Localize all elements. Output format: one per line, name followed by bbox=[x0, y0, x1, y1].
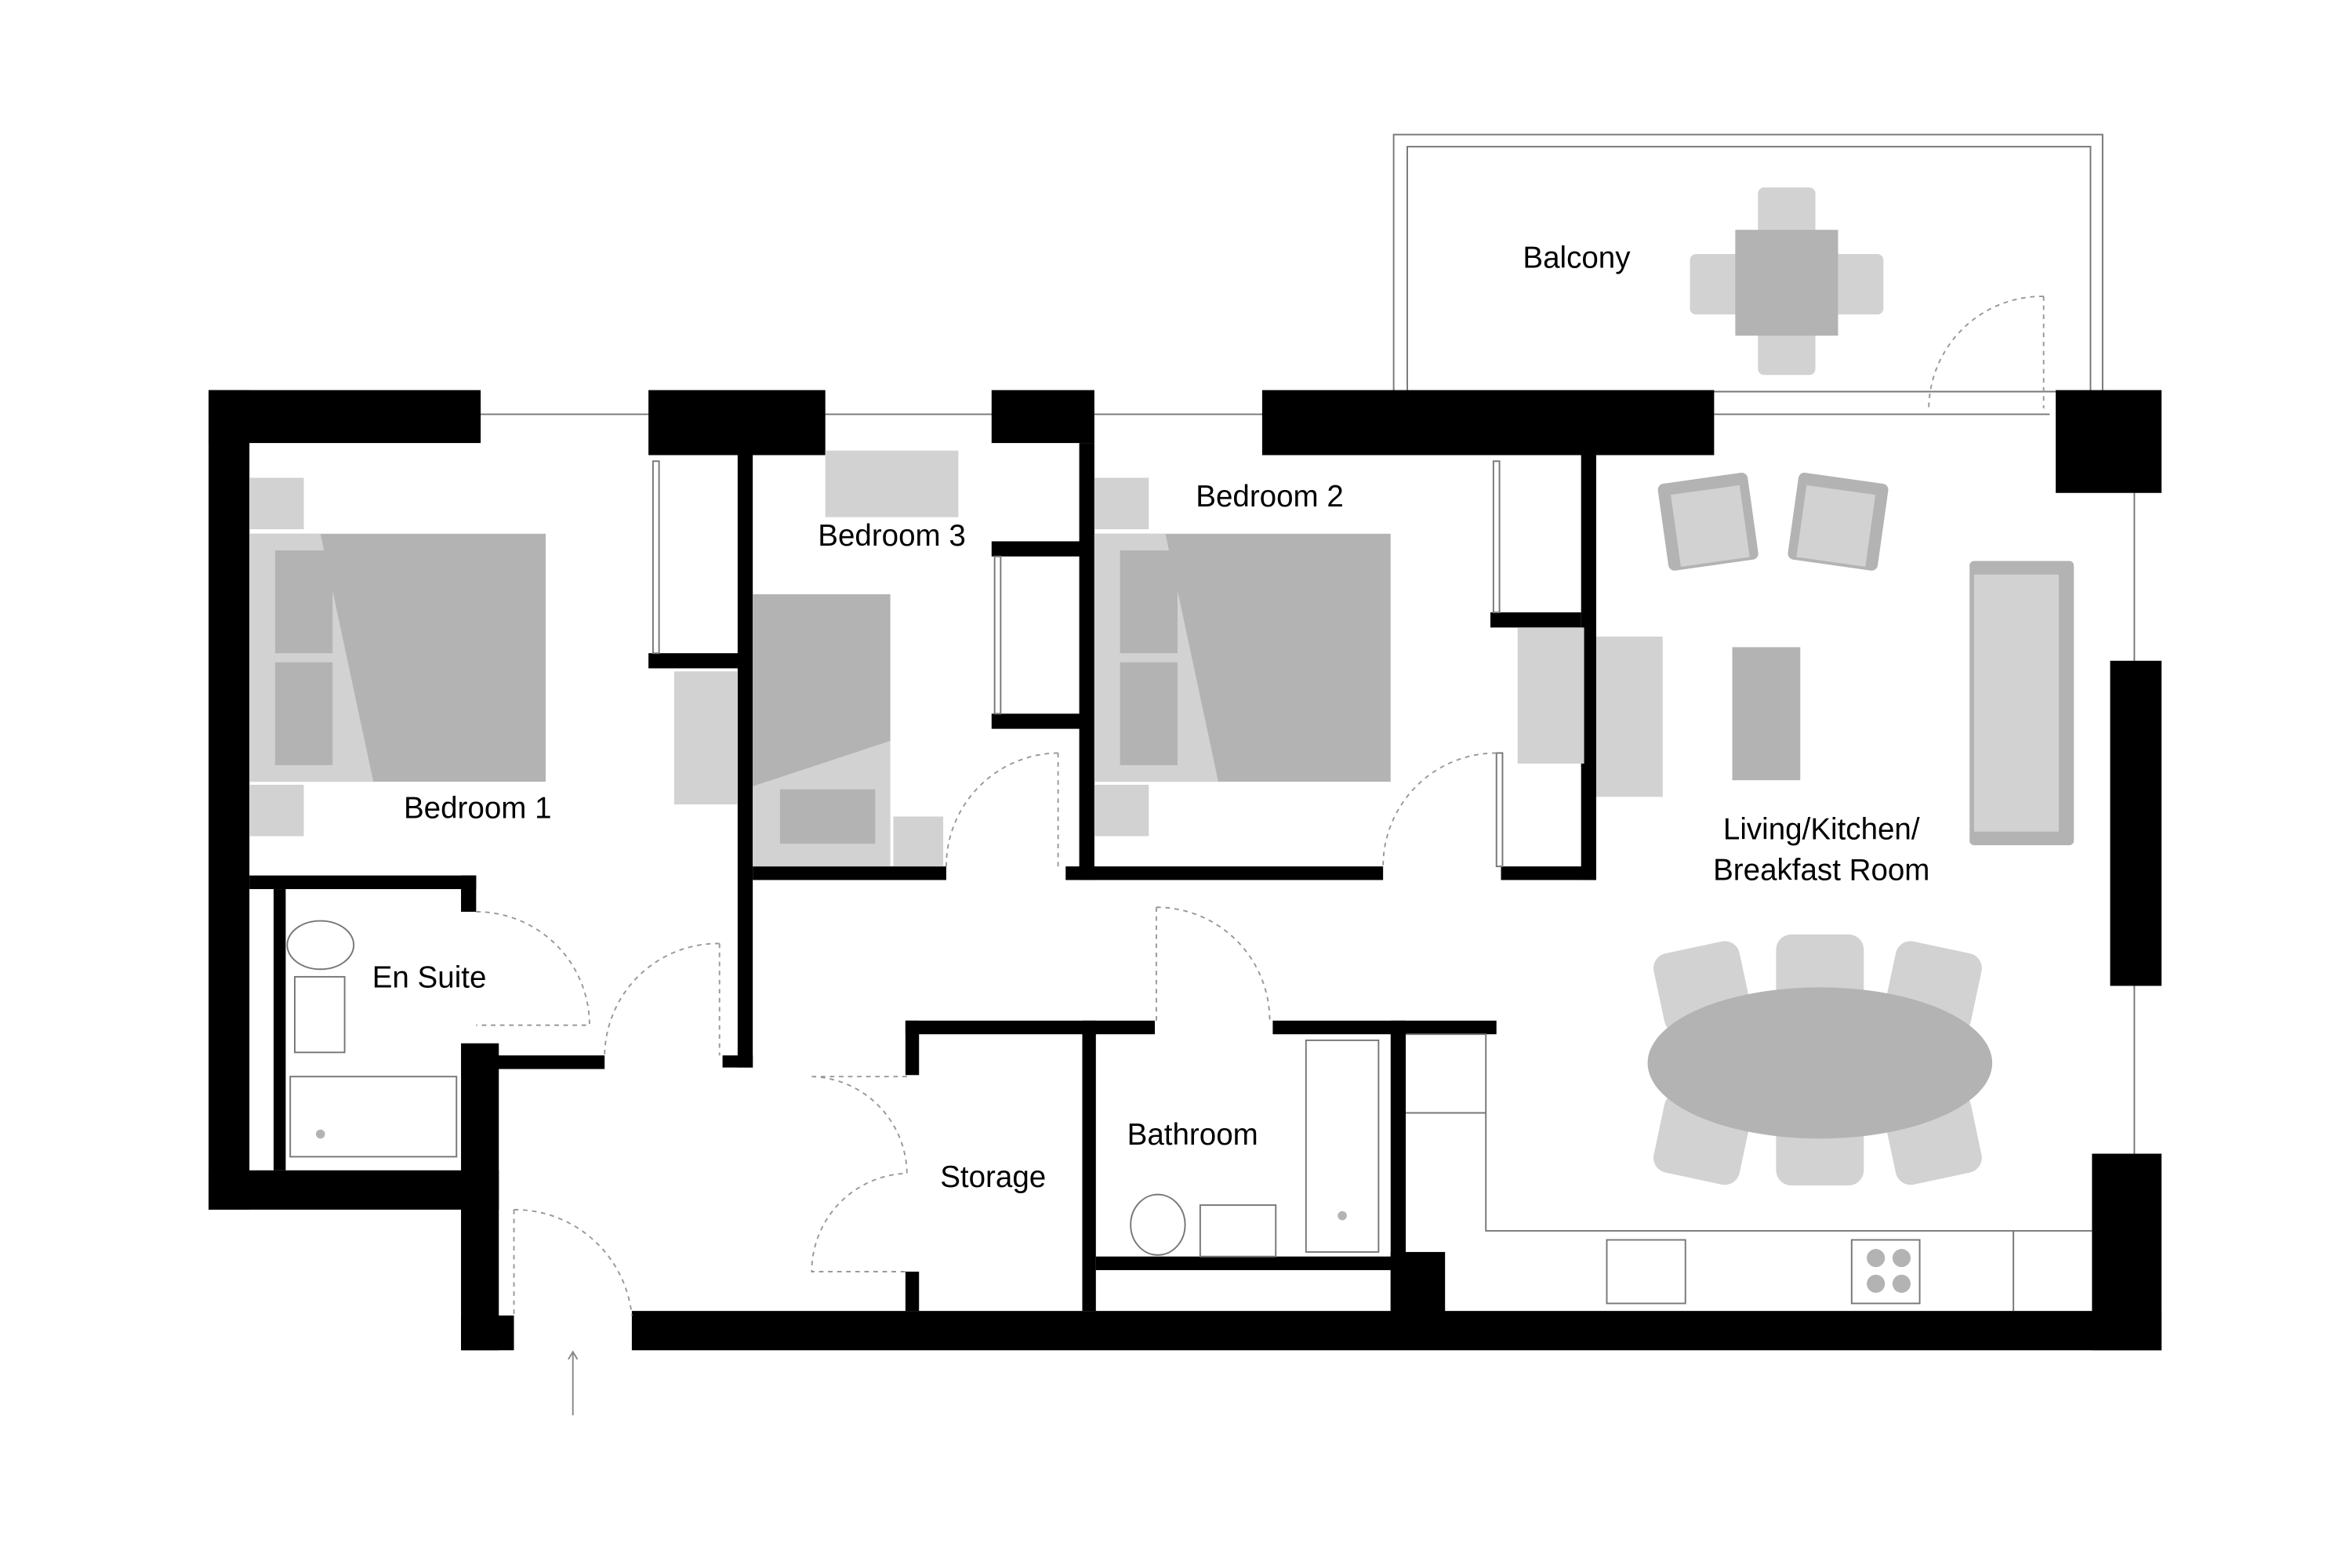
room-label-bedroom2: Bedroom 2 bbox=[1196, 480, 1344, 514]
kitchen-counter bbox=[1406, 1033, 2092, 1312]
balcony-table-set bbox=[1690, 187, 1884, 376]
room-label-storage: Storage bbox=[940, 1160, 1046, 1194]
balcony-outline bbox=[1392, 133, 2103, 393]
walls bbox=[209, 390, 2162, 1351]
windows bbox=[481, 413, 2136, 1154]
dining-table bbox=[1647, 934, 1993, 1186]
bedroom2-bed bbox=[1094, 477, 1391, 837]
room-label-living-1: Living/Kitchen/ bbox=[1723, 812, 1920, 846]
door-swings bbox=[476, 752, 1497, 1316]
room-label-bedroom1: Bedroom 1 bbox=[404, 791, 552, 825]
en-suite-fixtures bbox=[286, 920, 458, 1158]
room-label-en-suite: En Suite bbox=[372, 960, 487, 994]
room-label-bathroom: Bathroom bbox=[1127, 1118, 1258, 1152]
room-label-balcony: Balcony bbox=[1523, 241, 1631, 274]
room-label-bedroom3: Bedroom 3 bbox=[818, 519, 966, 553]
bathroom-fixtures bbox=[1130, 1039, 1380, 1258]
balcony-door-swing bbox=[1928, 296, 2045, 412]
entrance-arrow-icon bbox=[568, 1350, 579, 1416]
wardrobes bbox=[652, 460, 1504, 868]
room-label-living-2: Breakfast Room bbox=[1713, 853, 1929, 887]
bedroom3-furniture bbox=[673, 450, 959, 867]
living-furniture bbox=[1517, 472, 2074, 846]
bedroom1-bed bbox=[249, 477, 546, 837]
